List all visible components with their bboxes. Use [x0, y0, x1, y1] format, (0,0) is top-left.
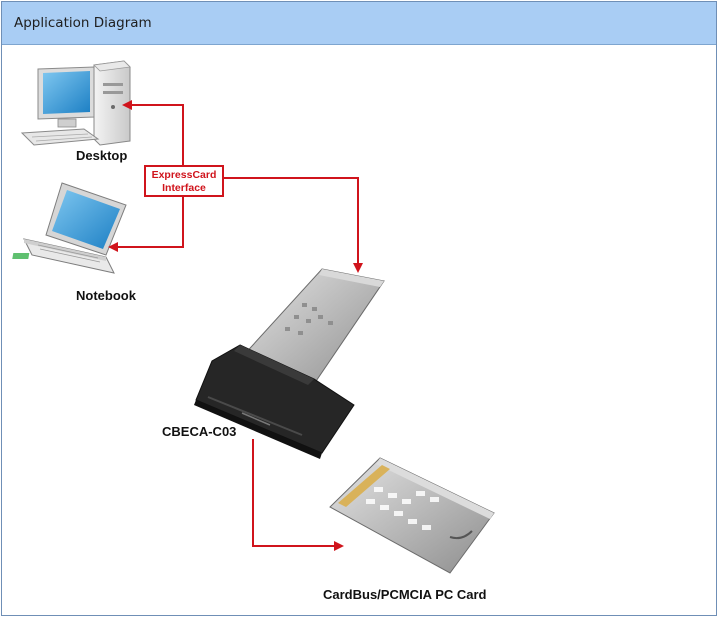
- arrow-to-expresscard: [223, 177, 363, 273]
- arrow-to-desktop: [122, 100, 184, 166]
- callout-line-2: Interface: [162, 182, 206, 194]
- pc-card-icon: [329, 457, 495, 574]
- expresscard-interface-callout: ExpressCard Interface: [144, 165, 224, 197]
- arrow-to-pc-card: [252, 439, 344, 551]
- desktop-label: Desktop: [76, 148, 127, 163]
- panel-header: Application Diagram: [2, 2, 716, 45]
- cbeca-c03-adapter-icon: [194, 268, 385, 459]
- notebook-icon: [12, 182, 127, 274]
- notebook-label: Notebook: [76, 288, 137, 303]
- arrow-to-notebook: [108, 190, 184, 252]
- application-diagram: Desktop Notebook ExpressCard Interface: [12, 60, 495, 602]
- panel-title: Application Diagram: [14, 15, 152, 31]
- callout-line-1: ExpressCard: [152, 169, 217, 181]
- connection-arrows: [108, 100, 363, 551]
- adapter-label: CBECA-C03: [162, 424, 236, 439]
- pc-card-label: CardBus/PCMCIA PC Card: [323, 587, 487, 602]
- desktop-computer-icon: [20, 60, 131, 146]
